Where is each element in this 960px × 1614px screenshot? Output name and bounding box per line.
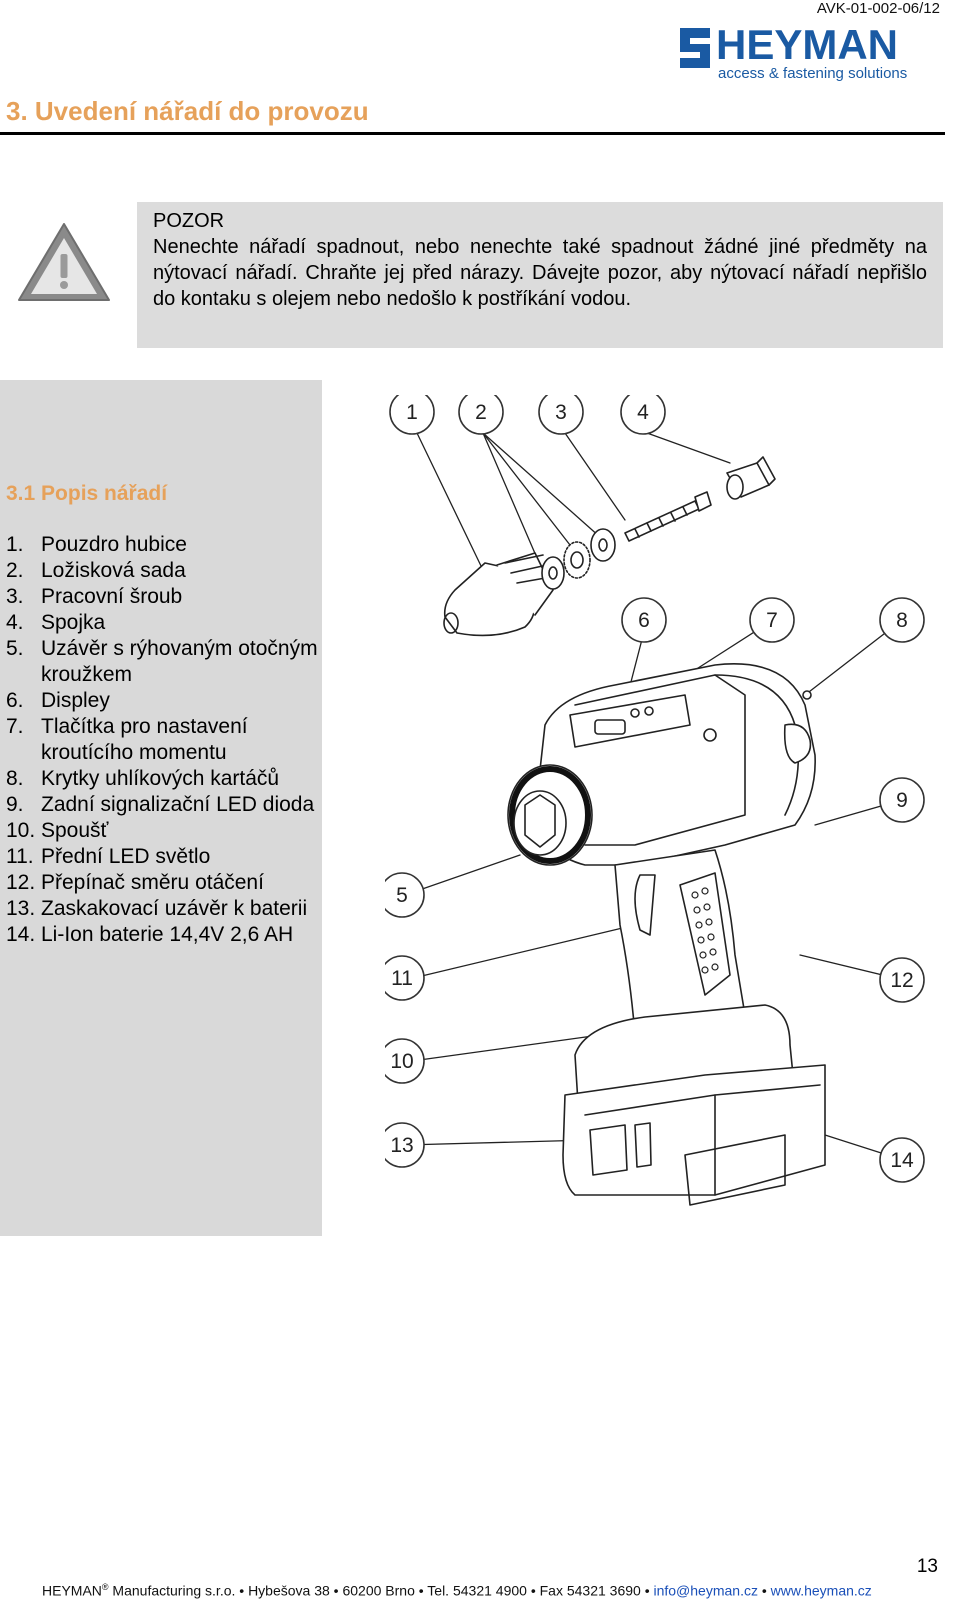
callout-11: 11 (391, 967, 413, 990)
callout-9: 9 (896, 789, 908, 812)
description-panel (0, 380, 322, 1236)
part-number: 2. (6, 559, 24, 582)
callout-1: 1 (406, 401, 418, 424)
part-label: Pouzdro hubice (41, 533, 187, 556)
list-item: 12.Přepínač směru otáčení (6, 870, 326, 896)
part-label: Přepínač směru otáčení (41, 871, 264, 894)
logo-tagline: access & fastening solutions (718, 65, 908, 82)
part-number: 5. (6, 637, 24, 660)
list-item: 6. Displey (6, 688, 326, 714)
part-number: 12. (6, 871, 36, 894)
part-label: Přední LED světlo (41, 845, 211, 868)
callout-13: 13 (390, 1134, 413, 1157)
bearing-set-part (541, 528, 616, 590)
list-item: 4. Spojka (6, 610, 326, 636)
subsection-title: 3.1 Popis nářadí (6, 482, 168, 505)
section-title: 3. Uvedení nářadí do provozu (6, 96, 369, 126)
list-item: 8. Krytky uhlíkových kartáčů (6, 766, 326, 792)
part-label: Tlačítka pro nastavení kroutícího moment… (41, 715, 248, 764)
part-number: 9. (6, 793, 24, 816)
list-item: 14.Li-Ion baterie 14,4V 2,6 AH (6, 922, 326, 948)
footer-separator: • (757, 1582, 771, 1599)
callout-14: 14 (890, 1149, 914, 1172)
warning-triangle-icon (16, 220, 112, 304)
part-number: 14. (6, 923, 36, 946)
callout-2: 2 (475, 401, 487, 424)
nozzle-housing-part (443, 552, 554, 637)
part-label: Zaskakovací uzávěr k baterii (41, 897, 308, 920)
callout-10: 10 (390, 1050, 413, 1073)
tool-body (534, 663, 816, 866)
callout-5: 5 (396, 884, 408, 907)
callout-circles (379, 389, 925, 1183)
part-number: 1. (6, 533, 24, 556)
parts-list: 1. Pouzdro hubice 2. Ložisková sada 3. Prac… (6, 532, 326, 948)
part-number: 11. (6, 845, 34, 868)
part-label: Zadní signalizační LED dioda (41, 793, 315, 816)
front-chuck (507, 764, 593, 866)
callout-12: 12 (890, 969, 913, 992)
warning-title: POZOR (153, 210, 225, 232)
document-code: AVK-01-002-06/12 (816, 0, 940, 17)
callout-8: 8 (896, 609, 908, 632)
heyman-logo: HEYMAN access & fastening solutions (678, 21, 940, 82)
part-number: 13. (6, 897, 36, 920)
page-number: 13 (916, 1556, 938, 1577)
callout-4: 4 (637, 401, 649, 424)
logo-wordmark: HEYMAN (716, 21, 899, 68)
footer-web-link[interactable]: www.heyman.cz (770, 1582, 872, 1599)
coupling-part (726, 456, 776, 500)
list-item: 1. Pouzdro hubice (6, 532, 326, 558)
tool-handle (614, 849, 746, 1036)
part-number: 4. (6, 611, 24, 634)
list-item: 10.Spoušť (6, 818, 326, 844)
working-screw-part (624, 491, 712, 542)
list-item: 11. Přední LED světlo (6, 844, 326, 870)
footer-email-link[interactable]: info@heyman.cz (653, 1582, 758, 1599)
part-label: Krytky uhlíkových kartáčů (41, 767, 280, 790)
footer-registered-mark: ® (101, 1582, 109, 1592)
part-label: Li-Ion baterie 14,4V 2,6 AH (41, 923, 294, 946)
footer-company: HEYMAN (42, 1582, 102, 1599)
part-label: Pracovní šroub (41, 585, 183, 608)
part-number: 3. (6, 585, 24, 608)
callout-3: 3 (555, 401, 567, 424)
list-item: 13.Zaskakovací uzávěr k baterii (6, 896, 326, 922)
footer-address: Manufacturing s.r.o. • Hybešova 38 • 602… (108, 1582, 654, 1599)
callout-labels: 1 2 3 4 6 7 8 9 5 11 12 10 13 14 (390, 401, 914, 1172)
part-label: Spoušť (41, 819, 109, 842)
warning-box: POZOR Nenechte nářadí spadnout, nebo nen… (137, 202, 943, 348)
list-item: 9. Zadní signalizační LED dioda (6, 792, 326, 818)
callout-7: 7 (766, 609, 778, 632)
footer: HEYMAN® Manufacturing s.r.o. • Hybešova … (42, 1582, 872, 1599)
part-label: Spojka (41, 611, 106, 634)
list-item: 3. Pracovní šroub (6, 584, 326, 610)
part-label: Ložisková sada (41, 559, 186, 582)
part-number: 7. (6, 715, 24, 738)
list-item: 5. Uzávěr s rýhovaným otočným kroužkem (6, 636, 326, 688)
part-number: 6. (6, 689, 24, 712)
logo-mark-icon (680, 28, 710, 68)
warning-text: Nenechte nářadí spadnout, nebo nenechte … (153, 236, 927, 310)
battery-pack (562, 1004, 826, 1206)
tool-exploded-drawing: 1 2 3 4 6 7 8 9 5 11 12 10 13 14 (379, 389, 950, 1255)
part-number: 10. (6, 819, 36, 842)
part-label: Uzávěr s rýhovaným otočným kroužkem (41, 637, 318, 686)
callout-6: 6 (638, 609, 650, 632)
list-item: 2. Ložisková sada (6, 558, 326, 584)
title-divider (0, 132, 945, 135)
part-label: Displey (41, 689, 110, 712)
list-item: 7. Tlačítka pro nastavení kroutícího mome… (6, 714, 326, 766)
part-number: 8. (6, 767, 24, 790)
